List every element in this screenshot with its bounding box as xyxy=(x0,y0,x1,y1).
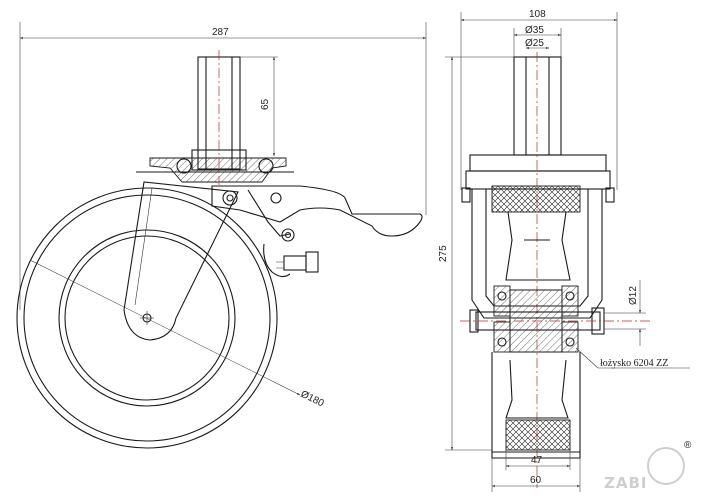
stem-height-text: 65 xyxy=(260,98,271,110)
front-axle xyxy=(460,307,650,335)
front-brake-tread xyxy=(491,185,581,281)
side-stem xyxy=(191,50,247,185)
dimension-stem-outer: Ø35 xyxy=(513,25,562,58)
side-brake-lever xyxy=(211,185,423,278)
overall-height-text: 275 xyxy=(438,245,449,262)
logo-registered: ® xyxy=(684,440,692,451)
dimension-wheel-width: 60 xyxy=(491,458,581,492)
overall-width-text: 287 xyxy=(212,27,229,38)
stem-inner-text: Ø25 xyxy=(525,38,544,49)
side-wheel xyxy=(16,187,278,449)
stem-outer-text: Ø35 xyxy=(525,25,544,36)
front-view: 108 Ø35 Ø25 xyxy=(438,9,690,492)
axle-dia-text: Ø12 xyxy=(628,286,639,305)
dimension-axle: Ø12 xyxy=(604,280,646,346)
zabi-logo: ZABI ® xyxy=(604,440,692,492)
side-view: 287 Ø180 xyxy=(16,22,427,449)
front-wheel xyxy=(491,352,581,459)
wheel-width-text: 60 xyxy=(530,475,542,486)
front-stem xyxy=(513,52,562,488)
dimension-stem-inner: Ø25 xyxy=(525,38,550,49)
side-fork xyxy=(123,181,239,341)
front-hub xyxy=(493,285,579,353)
dimension-overall-height: 275 xyxy=(438,56,514,451)
dimension-stem-height: 65 xyxy=(240,56,278,157)
bracket-width-text: 108 xyxy=(529,9,546,20)
dimension-wheel-diameter: Ø180 xyxy=(29,259,326,410)
dimension-tread-width: 47 xyxy=(505,450,571,470)
dimension-bracket-width: 108 xyxy=(460,9,618,190)
bearing-callout: łożysko 6204 ZZ xyxy=(575,347,690,369)
dimension-overall-width: 287 xyxy=(19,22,427,310)
logo-text: ZABI xyxy=(604,474,648,492)
bearing-label: łożysko 6204 ZZ xyxy=(600,358,668,369)
wheel-diameter-text: Ø180 xyxy=(299,389,326,410)
tread-width-text: 47 xyxy=(531,455,543,466)
